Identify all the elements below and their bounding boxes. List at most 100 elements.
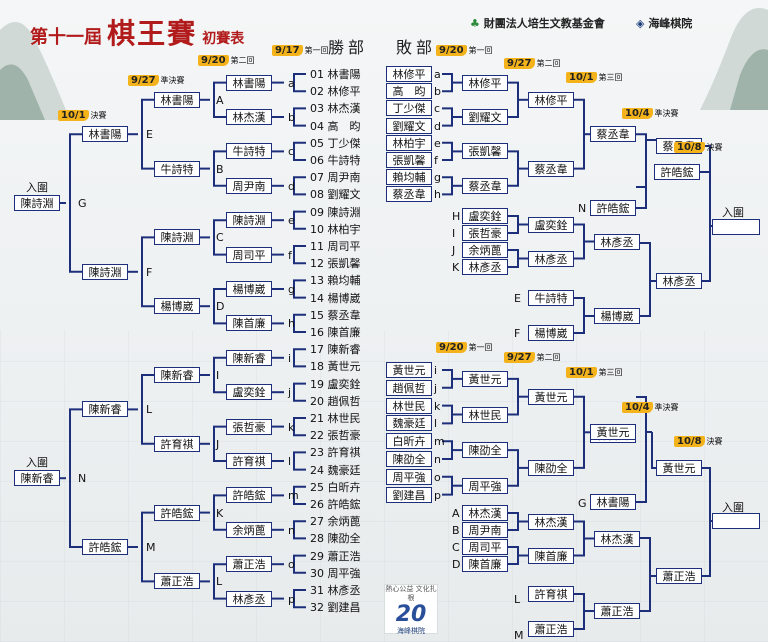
section-letter: K bbox=[452, 261, 460, 274]
match-letter-d: d bbox=[434, 119, 441, 133]
player-24: 24 魏豪廷 bbox=[310, 463, 361, 477]
date-badge: 9/27 bbox=[504, 352, 535, 363]
anniversary-logo: 熱心公益 文化扎根 20 海峰棋院 bbox=[384, 584, 438, 635]
player-05: 05 丁少傑 bbox=[310, 136, 361, 150]
section-letter: D bbox=[452, 558, 461, 571]
player-10: 10 林柏宇 bbox=[310, 222, 361, 236]
bracket-line bbox=[574, 395, 585, 469]
loser-r2-box: 林修平 bbox=[528, 91, 574, 108]
section-letter: H bbox=[452, 210, 461, 223]
match-letter-i: i bbox=[288, 351, 292, 365]
player-09: 09 陳詩淵 bbox=[310, 205, 361, 219]
winners-bracket-header: 勝部 bbox=[328, 38, 369, 57]
player-20: 20 趙佩哲 bbox=[310, 394, 361, 408]
round-label: 第二回 bbox=[536, 353, 561, 362]
bracket-line bbox=[293, 382, 306, 402]
bracket-line bbox=[293, 313, 306, 333]
bracket-line bbox=[702, 145, 711, 282]
match-letter-m: m bbox=[434, 435, 445, 449]
bracket-line bbox=[508, 377, 519, 416]
bracket-line bbox=[508, 215, 519, 234]
round-label: 準決賽 bbox=[654, 403, 679, 412]
player-31: 31 林彥丞 bbox=[310, 584, 361, 597]
section-letter: L bbox=[514, 593, 521, 606]
player-18: 18 黃世元 bbox=[310, 360, 361, 374]
bracket-line bbox=[293, 141, 306, 161]
loser-r3-box: 蔡丞韋 bbox=[590, 126, 636, 143]
loser-r1-box: 陳劭全 bbox=[386, 451, 432, 467]
round-label: 第一回 bbox=[468, 46, 493, 55]
player-16: 16 陳首廉 bbox=[310, 326, 361, 339]
player-13: 13 賴均輔 bbox=[310, 274, 361, 288]
qualified-label: 入圍 bbox=[26, 181, 48, 194]
match-letter-f: f bbox=[288, 248, 292, 262]
player-07: 07 周尹南 bbox=[310, 171, 361, 185]
loser-r1-winner-box: 陳劭全 bbox=[462, 442, 508, 459]
player-27: 27 余炳蓖 bbox=[310, 515, 361, 529]
match-letter-b: b bbox=[434, 85, 441, 99]
bracket-line bbox=[213, 356, 226, 394]
bracket-line bbox=[636, 133, 647, 209]
loser-r1-winner-box: 黃世元 bbox=[462, 370, 508, 387]
section-letter: C bbox=[216, 231, 224, 245]
bracket-line bbox=[213, 288, 226, 325]
loser-r1-box: 賴均輔 bbox=[386, 169, 432, 186]
qualified-box-empty bbox=[712, 219, 760, 235]
bracket-line bbox=[574, 223, 585, 260]
r1-winner-box: 林彥丞 bbox=[226, 590, 272, 607]
match-letter-h: h bbox=[288, 317, 295, 331]
match-letter-g: g bbox=[288, 283, 295, 296]
loser-r1-box: 林修平 bbox=[386, 66, 432, 82]
player-11: 11 周司平 bbox=[310, 240, 361, 253]
round-label: 決賽 bbox=[90, 111, 107, 120]
bracket-line bbox=[442, 107, 453, 127]
bracket-line bbox=[141, 374, 154, 445]
player-06: 06 牛詩特 bbox=[310, 154, 361, 167]
qualified-label: 入圍 bbox=[722, 501, 744, 514]
title-suffix: 初賽表 bbox=[202, 31, 245, 47]
loser-ad-winner-box: 林杰漢 bbox=[528, 513, 574, 530]
bracket-line bbox=[640, 537, 651, 612]
loser-ef-winner-box: 楊博崴 bbox=[594, 308, 640, 324]
bracket-line bbox=[574, 98, 585, 170]
round-label: 第二回 bbox=[536, 59, 561, 68]
bracket-line bbox=[293, 73, 306, 93]
bracket-line bbox=[508, 449, 519, 487]
player-03: 03 林杰漢 bbox=[310, 102, 361, 116]
match-letter-c: c bbox=[288, 145, 295, 159]
bracket-line bbox=[293, 279, 306, 299]
player-08: 08 劉耀文 bbox=[310, 188, 361, 202]
r1-winner-box: 盧奕銓 bbox=[226, 384, 272, 401]
bracket-line bbox=[293, 245, 306, 265]
loser-n-box: 許皓鋐 bbox=[590, 200, 636, 216]
loser-semi-box: 林彥丞 bbox=[656, 273, 702, 289]
bracket-line bbox=[213, 425, 226, 462]
player-26: 26 許皓鋐 bbox=[310, 498, 361, 511]
bracket-line bbox=[508, 150, 519, 187]
round-label: 第三回 bbox=[598, 73, 623, 82]
date-badge: 10/1 bbox=[566, 367, 597, 378]
r2-winner-box: 楊博崴 bbox=[154, 298, 200, 315]
loser-ad-box: 林杰漢 bbox=[462, 505, 508, 521]
section-letter: F bbox=[514, 327, 521, 340]
section-letter: K bbox=[216, 506, 224, 520]
bracket-line bbox=[141, 236, 154, 308]
bracket-line bbox=[508, 81, 519, 118]
logo-number: 20 bbox=[395, 602, 427, 627]
loser-r1-box: 林世民 bbox=[386, 397, 432, 414]
r1-winner-box: 周司平 bbox=[226, 246, 272, 263]
loser-lm-winner-box: 蕭正浩 bbox=[594, 603, 640, 619]
player-29: 29 蕭正浩 bbox=[310, 549, 361, 563]
bracket-line bbox=[293, 485, 306, 505]
round-label: 第二回 bbox=[230, 56, 255, 65]
bracket-line bbox=[651, 432, 656, 469]
r3-winner-box: 許皓鋐 bbox=[82, 539, 128, 555]
section-letter: I bbox=[216, 369, 220, 382]
bracket-line bbox=[574, 520, 585, 557]
section-letter: E bbox=[146, 128, 153, 142]
